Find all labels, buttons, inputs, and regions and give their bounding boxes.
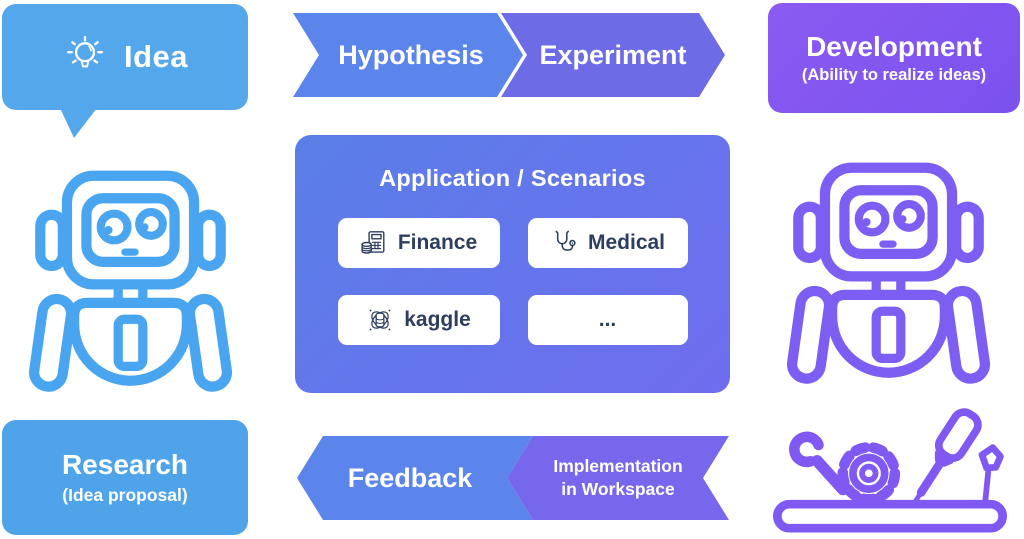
idea-label: Idea — [123, 39, 189, 74]
app-item-label: Finance — [397, 231, 478, 254]
app-item-label: Medical — [587, 231, 666, 254]
flow-step-experiment: Experiment — [501, 13, 725, 97]
hypothesis-label: Hypothesis — [338, 39, 484, 70]
feedback-label: Feedback — [347, 462, 473, 493]
application-grid: Finance Medical — [337, 218, 688, 345]
app-item-finance: Finance — [337, 218, 500, 268]
robot-icon — [28, 142, 233, 394]
flow-step-feedback: Feedback — [297, 436, 533, 520]
stethoscope-icon — [550, 229, 578, 257]
flow-step-hypothesis: Hypothesis — [293, 13, 523, 97]
research-title: Research — [61, 449, 189, 481]
calculator-coins-icon — [360, 229, 388, 257]
development-title: Development — [806, 30, 982, 62]
experiment-label: Experiment — [539, 39, 687, 70]
app-item-medical: Medical — [527, 218, 688, 268]
data-orbit-icon — [366, 306, 394, 334]
lightbulb-icon — [62, 34, 108, 80]
research-subtitle: (Idea proposal) — [62, 484, 188, 505]
idea-bubble-tail — [60, 108, 97, 138]
idea-bubble: Idea — [2, 4, 248, 110]
app-item-label: ... — [598, 308, 617, 331]
development-subtitle: (Ability to realize ideas) — [801, 66, 987, 85]
app-item-kaggle: kaggle — [337, 295, 500, 345]
robot-icon — [786, 134, 991, 386]
development-box: Development (Ability to realize ideas) — [768, 3, 1020, 113]
implementation-label-line1: Implementation — [553, 456, 683, 477]
research-box: Research (Idea proposal) — [2, 420, 248, 535]
application-title: Application / Scenarios — [379, 165, 646, 191]
tools-icon — [766, 404, 1014, 534]
app-item-label: kaggle — [404, 308, 471, 331]
app-item-more: ... — [527, 295, 688, 345]
flow-step-implementation: Implementation in Workspace — [507, 436, 729, 520]
application-panel: Application / Scenarios Finance — [295, 135, 730, 393]
implementation-label-line2: in Workspace — [561, 479, 675, 499]
